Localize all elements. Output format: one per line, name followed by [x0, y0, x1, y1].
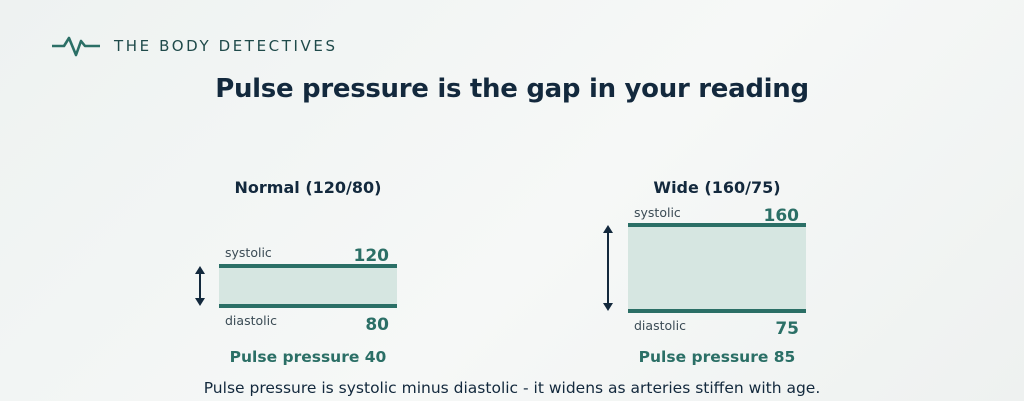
normal-systolic-value: 120 [353, 246, 390, 266]
wide-systolic-value: 160 [763, 206, 800, 226]
wide-diastolic-line [628, 309, 806, 313]
wide-diastolic-label: diastolic [634, 318, 686, 333]
normal-systolic-label: systolic [225, 245, 272, 260]
brand: THE BODY DETECTIVES [52, 33, 338, 59]
wide-gap-band [628, 225, 806, 311]
normal-gap-band [219, 266, 397, 306]
normal-panel-title: Normal (120/80) [234, 178, 382, 197]
wide-pulse-pressure: Pulse pressure 85 [638, 348, 796, 366]
wide-gap-arrow [603, 225, 613, 311]
heartbeat-pulse-icon [52, 36, 100, 57]
page-title: Pulse pressure is the gap in your readin… [215, 74, 809, 104]
normal-gap-arrow [195, 266, 205, 306]
normal-diastolic-label: diastolic [225, 313, 277, 328]
normal-pulse-pressure: Pulse pressure 40 [229, 348, 387, 366]
wide-systolic-label: systolic [634, 205, 681, 220]
wide-diastolic-value: 75 [775, 319, 799, 339]
brand-name: THE BODY DETECTIVES [114, 37, 338, 55]
wide-systolic-line [628, 223, 806, 227]
normal-systolic-line [219, 264, 397, 268]
caption: Pulse pressure is systolic minus diastol… [203, 379, 821, 397]
normal-diastolic-line [219, 304, 397, 308]
wide-panel-title: Wide (160/75) [653, 178, 781, 197]
normal-diastolic-value: 80 [365, 315, 389, 335]
